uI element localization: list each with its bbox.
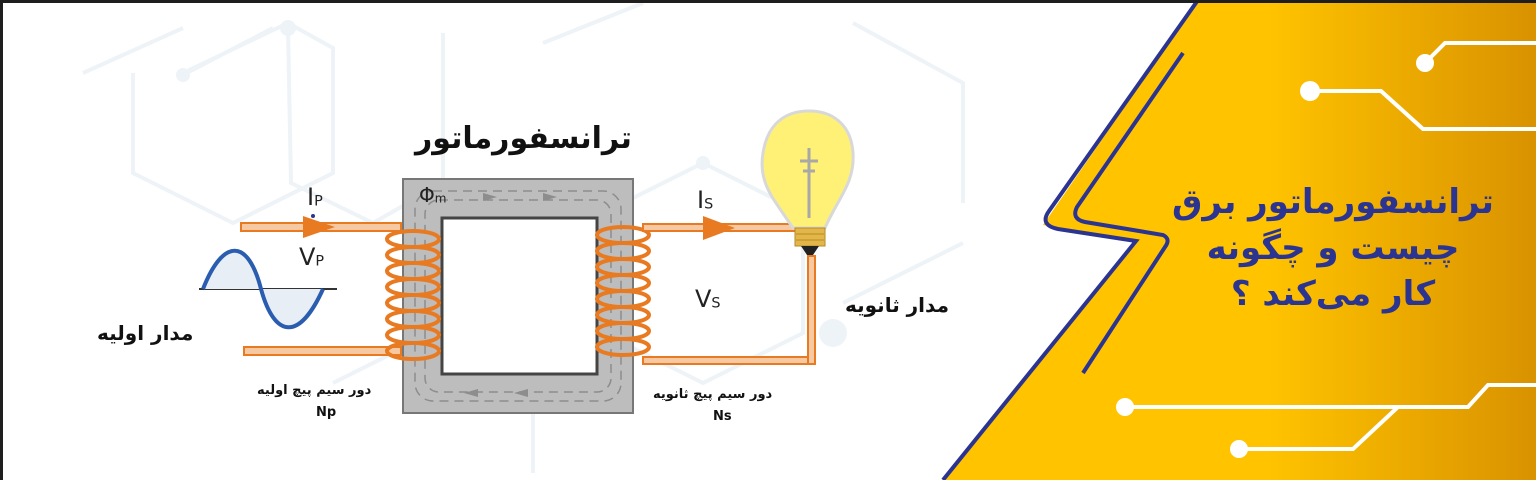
primary-circuit-label: مدار اولیه bbox=[97, 321, 194, 345]
secondary-coil bbox=[595, 225, 651, 357]
secondary-current-symbol: IS bbox=[697, 186, 714, 214]
sine-wave-icon bbox=[199, 248, 337, 330]
title-line-1: ترانسفورماتور برق bbox=[1172, 182, 1494, 222]
primary-voltage-symbol: VP bbox=[299, 243, 325, 271]
secondary-turns-symbol: Ns bbox=[713, 409, 732, 424]
primary-turns-symbol: Np bbox=[316, 405, 337, 420]
title-line-2: چیست و چگونه bbox=[1206, 228, 1460, 268]
banner-title: ترانسفورماتور برق چیست و چگونه کار می‌کن… bbox=[1168, 179, 1498, 317]
secondary-wires bbox=[642, 216, 816, 365]
transformer-core bbox=[402, 178, 634, 414]
secondary-turns-label: دور سیم پیچ ثانویه bbox=[653, 387, 773, 402]
flux-symbol: Φm bbox=[419, 183, 447, 207]
primary-current-symbol: IP bbox=[307, 183, 323, 211]
light-bulb-icon bbox=[760, 109, 855, 255]
circuit-nodes-decoration bbox=[1116, 54, 1434, 458]
primary-wires bbox=[240, 214, 402, 356]
primary-turns-label: دور سیم پیچ اولیه bbox=[257, 383, 372, 398]
transformer-diagram bbox=[199, 109, 855, 414]
secondary-circuit-label: مدار ثانویه bbox=[845, 293, 949, 317]
banner: ترانسفورماتور IP VP Φm IS VS مدار اولیه … bbox=[3, 3, 1536, 480]
secondary-voltage-symbol: VS bbox=[695, 285, 721, 313]
title-panel bbox=[941, 3, 1536, 480]
circuit-lines-decoration bbox=[1125, 41, 1536, 451]
title-line-3: کار می‌کند ؟ bbox=[1230, 274, 1436, 314]
diagram-heading: ترانسفورماتور bbox=[415, 121, 632, 156]
primary-coil bbox=[385, 229, 441, 361]
